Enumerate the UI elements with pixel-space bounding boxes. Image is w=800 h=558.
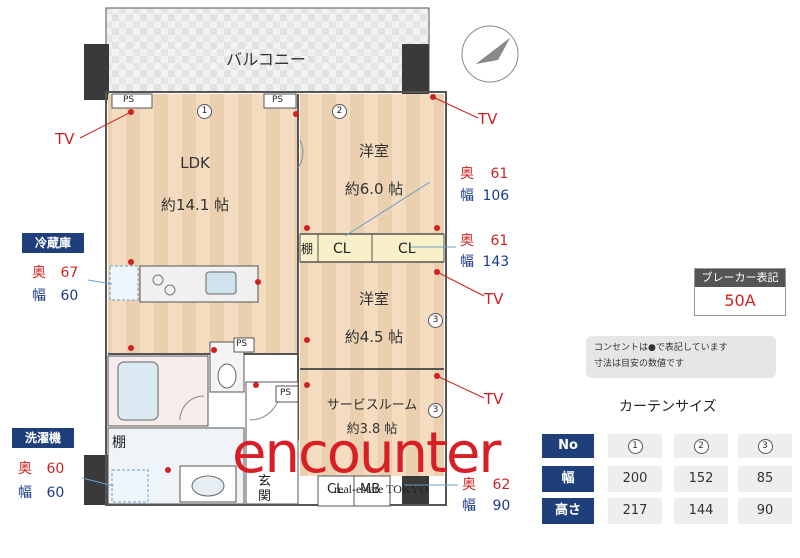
curtain-cell: 200 <box>608 466 662 492</box>
closet3-width: 幅 90 <box>462 498 511 514</box>
ldk-size: 約14.1 帖 <box>160 196 230 214</box>
curtain-cell: 85 <box>738 466 792 492</box>
ps-label: PS <box>280 388 292 398</box>
service-room-size: 約3.8 帖 <box>346 422 398 437</box>
ps-label: PS <box>123 95 135 105</box>
watermark-logo: encounter <box>232 421 501 486</box>
washer-width: 幅 60 <box>18 485 65 501</box>
curtain-header-1: 1 <box>608 434 662 458</box>
meter-box-label: MB <box>360 482 381 497</box>
tv-label: TV <box>484 390 504 408</box>
note-box: コンセントは●で表記しています 寸法は目安の数値です <box>586 336 776 378</box>
closet1-width: 幅 106 <box>460 188 510 204</box>
fridge-depth: 奥 67 <box>32 265 79 281</box>
curtain-cell: 90 <box>738 498 792 524</box>
closet-label: CL <box>327 482 344 497</box>
closet-label: CL <box>333 241 351 257</box>
window-number: 2 <box>332 104 347 119</box>
shelf-label: 棚 <box>301 242 314 256</box>
western2-name: 洋室 <box>358 290 389 308</box>
curtain-cell: 152 <box>674 466 728 492</box>
shelf-label: 棚 <box>112 435 126 451</box>
closet2-depth: 奥 61 <box>460 233 509 249</box>
curtain-header-3: 3 <box>738 434 792 458</box>
fridge-width: 幅 60 <box>32 288 79 304</box>
tv-label: TV <box>478 110 498 128</box>
service-room-name: サービスルーム <box>326 398 418 413</box>
curtain-row-label: 高さ <box>542 498 594 524</box>
tv-label: TV <box>484 290 504 308</box>
tv-label: TV <box>55 130 75 148</box>
window-number: 3 <box>428 403 443 418</box>
western1-name: 洋室 <box>358 142 389 160</box>
window-number: 3 <box>428 313 443 328</box>
closet2-width: 幅 143 <box>460 254 510 270</box>
washer-depth: 奥 60 <box>18 461 65 477</box>
window-number: 1 <box>197 104 212 119</box>
note-line: コンセントは●で表記しています <box>594 343 728 353</box>
watermark-sub: real-estate TOKYO <box>334 482 428 496</box>
ps-label: PS <box>272 95 284 105</box>
breaker-title: ブレーカー表記 <box>695 269 785 287</box>
western1-size: 約6.0 帖 <box>344 180 404 198</box>
curtain-header-2: 2 <box>674 434 728 458</box>
curtain-title: カーテンサイズ <box>619 399 717 415</box>
western2-size: 約4.5 帖 <box>344 328 404 346</box>
breaker-box: ブレーカー表記 50A <box>694 268 786 316</box>
breaker-value: 50A <box>724 291 756 310</box>
fridge-tag: 冷蔵庫 <box>22 233 84 253</box>
ldk-name: LDK <box>180 154 210 172</box>
entrance-label: 玄関 <box>258 474 272 504</box>
balcony-label: バルコニー <box>226 50 306 69</box>
note-line: 寸法は目安の数値です <box>594 359 685 369</box>
ps-label: PS <box>236 339 248 349</box>
curtain-cell: 144 <box>674 498 728 524</box>
curtain-header-no: No <box>542 434 594 458</box>
washer-tag: 洗濯機 <box>12 428 74 448</box>
closet1-depth: 奥 61 <box>460 166 509 182</box>
curtain-row-label: 幅 <box>542 466 594 492</box>
closet3-depth: 奥 62 <box>462 477 511 493</box>
closet-label: CL <box>398 241 416 257</box>
curtain-cell: 217 <box>608 498 662 524</box>
